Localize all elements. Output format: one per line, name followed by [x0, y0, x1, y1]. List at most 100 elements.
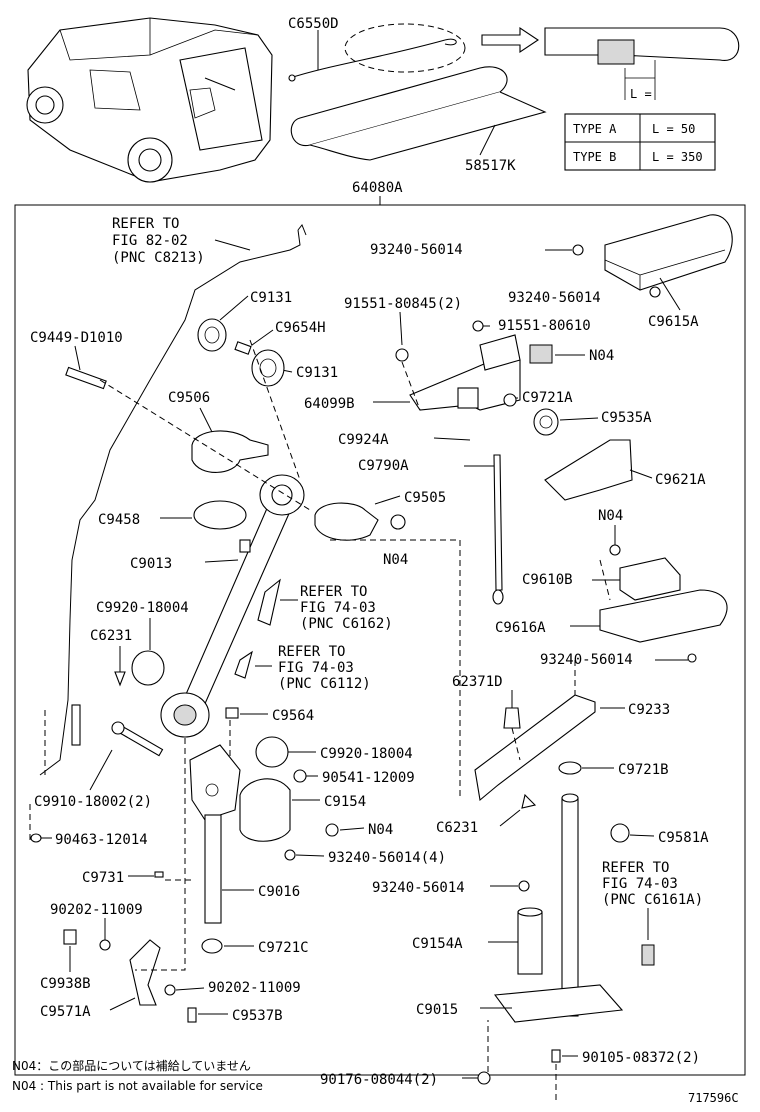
label-90541: 90541-12009 — [322, 770, 415, 786]
strap-part — [288, 23, 466, 82]
length-marker: L = — [630, 87, 652, 101]
cylinder-c9154a — [517, 911, 543, 975]
label-c9506: C9506 — [168, 390, 210, 406]
label-c9537b: C9537B — [232, 1008, 283, 1024]
rod-c9790a — [493, 454, 503, 591]
svg-text:(PNC C6162): (PNC C6162) — [300, 616, 393, 632]
reference-fig82: REFER TO FIG 82-02 (PNC C8213) — [112, 216, 205, 266]
svg-text:(PNC C6161A): (PNC C6161A) — [602, 892, 703, 908]
label-c9015: C9015 — [416, 1002, 458, 1018]
plate-c9505 — [314, 502, 379, 541]
base-c9015 — [493, 984, 624, 1023]
strap-detail: L = — [544, 27, 740, 101]
rail-c9233 — [474, 694, 596, 802]
label-c9535a: C9535A — [601, 410, 652, 426]
assembly-frame — [14, 204, 746, 1076]
label-c9910: C9910-18002(2) — [34, 794, 152, 810]
label-c9131-b: C9131 — [296, 365, 338, 381]
label-c9721c: C9721C — [258, 940, 309, 956]
label-c9564: C9564 — [272, 708, 314, 724]
post-c9015 — [561, 797, 579, 1017]
label-64080a: 64080A — [352, 180, 403, 196]
reference-fig74b: REFER TO FIG 74-03 (PNC C6112) — [278, 644, 371, 692]
svg-text:REFER TO: REFER TO — [112, 216, 179, 232]
jack-arm — [160, 474, 305, 738]
label-c9016: C9016 — [258, 884, 300, 900]
svg-text:FIG 74-03: FIG 74-03 — [602, 876, 678, 892]
label-91551-a: 91551-80845(2) — [344, 296, 462, 312]
label-c9013: C9013 — [130, 556, 172, 572]
bracket-c9621a — [544, 439, 633, 501]
label-c9615a: C9615A — [648, 314, 699, 330]
label-91551-b: 91551-80610 — [498, 318, 591, 334]
svg-text:FIG 74-03: FIG 74-03 — [278, 660, 354, 676]
type-b-label: TYPE B — [573, 150, 616, 164]
direction-arrow — [481, 26, 539, 54]
label-90202-b: 90202-11009 — [208, 980, 301, 996]
label-c9581a: C9581A — [658, 830, 709, 846]
label-90202-a: 90202-11009 — [50, 902, 143, 918]
type-b-length: L = 350 — [652, 150, 703, 164]
post-c9016 — [204, 814, 222, 924]
label-c9154: C9154 — [324, 794, 366, 810]
motor-c9610b — [619, 557, 681, 601]
svg-text:FIG 74-03: FIG 74-03 — [300, 600, 376, 616]
car-illustration — [26, 17, 273, 183]
label-93240-b: 93240-56014 — [508, 290, 601, 306]
plate-c9506 — [191, 430, 269, 473]
label-c9131-a: C9131 — [250, 290, 292, 306]
figure-id: 717596C — [688, 1091, 739, 1105]
label-c9616a: C9616A — [495, 620, 546, 636]
label-c9621a: C9621A — [655, 472, 706, 488]
label-c9920-b: C9920-18004 — [320, 746, 413, 762]
label-93240-e: 93240-56014 — [372, 880, 465, 896]
label-c9721a: C9721A — [522, 390, 573, 406]
label-93240-c: 93240-56014 — [540, 652, 633, 668]
label-n04-a: N04 — [589, 348, 614, 364]
svg-text:(PNC C6112): (PNC C6112) — [278, 676, 371, 692]
type-a-label: TYPE A — [573, 122, 617, 136]
reference-fig74a: REFER TO FIG 74-03 (PNC C6162) — [300, 584, 393, 632]
cover-c9615a — [604, 214, 733, 291]
label-c9458: C9458 — [98, 512, 140, 528]
label-c9233: C9233 — [628, 702, 670, 718]
label-93240-d: 93240-56014(4) — [328, 850, 446, 866]
label-93240-a: 93240-56014 — [370, 242, 463, 258]
type-table: TYPE A L = 50 TYPE B L = 350 — [564, 113, 716, 171]
lever-c9571a — [129, 939, 161, 1006]
label-c9721b: C9721B — [618, 762, 669, 778]
label-90463: 90463-12014 — [55, 832, 148, 848]
svg-text:(PNC C8213): (PNC C8213) — [112, 250, 205, 266]
label-64099b: 64099B — [304, 396, 355, 412]
label-c9610b: C9610B — [522, 572, 573, 588]
label-62371d: 62371D — [452, 674, 503, 690]
label-90105: 90105-08372(2) — [582, 1050, 700, 1066]
label-c6231-a: C6231 — [90, 628, 132, 644]
bracket-c9154 — [189, 744, 291, 842]
label-c9654h: C9654H — [275, 320, 326, 336]
label-c9731: C9731 — [82, 870, 124, 886]
label-n04-c: N04 — [598, 508, 623, 524]
note-jp: N04：この部品については補給していません — [12, 1058, 251, 1073]
label-n04-d: N04 — [368, 822, 393, 838]
svg-text:FIG 82-02: FIG 82-02 — [112, 233, 188, 249]
label-c6550d: C6550D — [288, 16, 339, 32]
cable-wire — [39, 229, 301, 776]
label-c6231-b: C6231 — [436, 820, 478, 836]
type-a-length: L = 50 — [652, 122, 695, 136]
label-c9790a: C9790A — [358, 458, 409, 474]
svg-text:REFER TO: REFER TO — [602, 860, 669, 876]
label-c9571a: C9571A — [40, 1004, 91, 1020]
note-en: N04 : This part is not available for ser… — [12, 1079, 263, 1093]
tray-c9616a — [599, 589, 728, 643]
label-c9920-a: C9920-18004 — [96, 600, 189, 616]
reference-fig74c: REFER TO FIG 74-03 (PNC C6161A) — [602, 860, 703, 908]
label-c9505: C9505 — [404, 490, 446, 506]
bracket-64099b — [409, 334, 521, 411]
svg-text:REFER TO: REFER TO — [278, 644, 345, 660]
mat-roll — [290, 66, 547, 161]
label-c9449: C9449-D1010 — [30, 330, 123, 346]
label-c9938b: C9938B — [40, 976, 91, 992]
label-c9154a: C9154A — [412, 936, 463, 952]
